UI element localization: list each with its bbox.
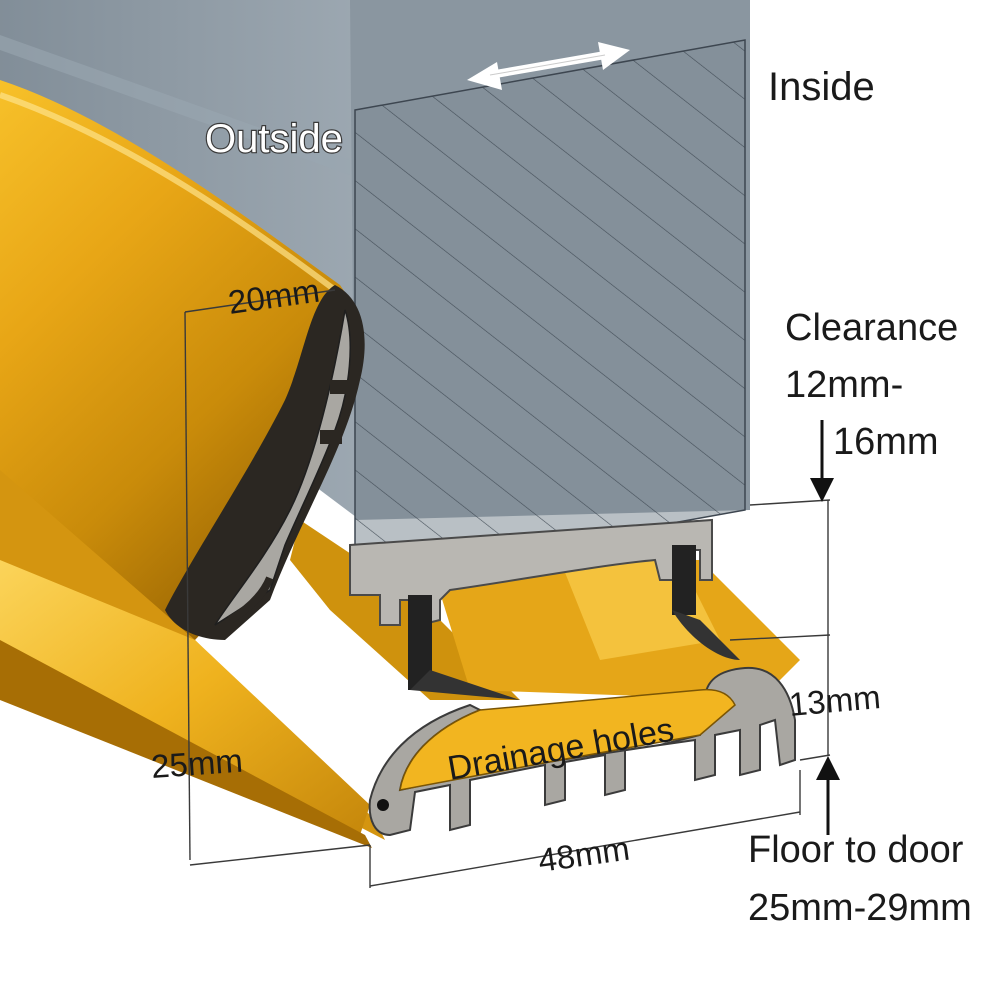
door-glass-section [354, 39, 746, 581]
dimension-label-base-width: 48mm [536, 830, 632, 879]
weather-bar-seal [165, 285, 365, 640]
label-floor-to-door: Floor to door [748, 829, 964, 871]
dimension-label-step: 13mm [787, 678, 882, 723]
label-outside: Outside [205, 117, 343, 161]
label-clearance: Clearance [785, 307, 958, 349]
label-clearance-range-start: 12mm- [785, 364, 903, 406]
label-clearance-range-end: 16mm [833, 421, 939, 463]
label-inside: Inside [768, 65, 875, 109]
sill-cross-section [368, 666, 796, 837]
label-floor-to-door-range: 25mm-29mm [748, 887, 972, 929]
door-frame-profile [349, 518, 740, 700]
dimension-label-height: 25mm [150, 742, 244, 785]
movement-double-arrow-icon [467, 42, 630, 90]
dimension-lines [184, 289, 840, 888]
